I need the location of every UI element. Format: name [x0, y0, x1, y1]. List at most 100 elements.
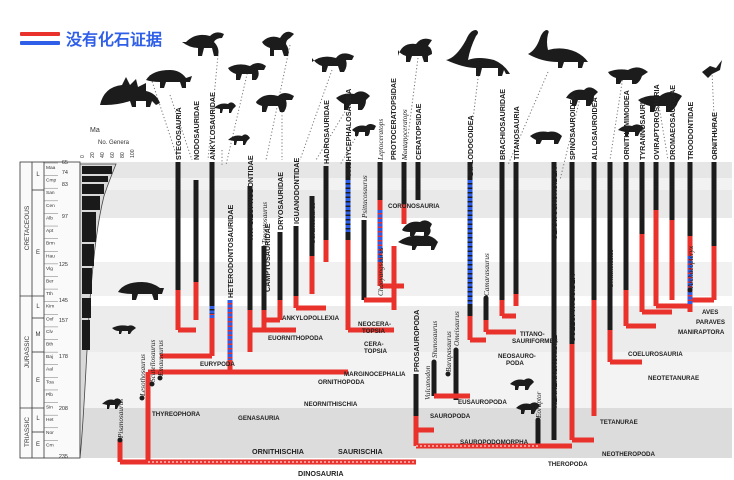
- label-dromaeosauridae: DROMAEOSAURIDAE: [668, 85, 677, 160]
- label-ankylopollexia: ANKYLOPOLLEXIA: [282, 315, 340, 322]
- label-pisanosaurus: Pisanosaurus: [117, 399, 125, 439]
- stage-label: Ber: [46, 278, 54, 284]
- ma-tick-label: 83: [62, 182, 68, 188]
- period-label: TRIASSIC: [24, 417, 31, 447]
- psittacosaur-silhouette: [352, 124, 376, 136]
- ouranosaur-silhouette: [256, 93, 294, 112]
- label-barapasaurus: Barapasaurus: [445, 331, 453, 372]
- label-nodosauridae: NODOSAURIDAE: [192, 101, 201, 160]
- label-euornithopoda: EUORNITHOPODA: [268, 335, 324, 342]
- stage-label: Tth: [46, 291, 53, 297]
- genera-ticks: 020406080100: [80, 149, 136, 158]
- ceratopsia-line-2: TOPSIA: [364, 348, 387, 355]
- label-oviraptorosauria: OVIRAPTOROSAURIA: [652, 84, 661, 160]
- label-saurischia: SAURISCHIA: [338, 447, 383, 456]
- ma-tick-label: 125: [59, 262, 68, 268]
- genera-tick-label: 0: [80, 155, 86, 158]
- label-dryosauridae: DRYOSAURIDAE: [276, 172, 285, 230]
- stage-label: Toa: [46, 379, 54, 385]
- label-coronosauria: CORONOSAURIA: [388, 203, 440, 210]
- label-neotheropoda: NEOTHEROPODA: [602, 451, 655, 458]
- label-ankylosauridae: ANKYLOSAURIDAE: [208, 92, 217, 160]
- allosaur-silhouette: [608, 67, 648, 84]
- label-hadrosauridae: HADROSAURIDAE: [322, 100, 331, 164]
- prosauropod-silhouette: [398, 236, 438, 250]
- label-spinosauroidea: SPINOSAUROIDEA: [568, 95, 577, 161]
- hadrosaur-silhouette: [312, 53, 354, 72]
- pachycephalosaur-silhouette: [336, 91, 370, 110]
- stage-label: Brm: [46, 241, 55, 247]
- label-psittacosaurus: Psittacosaurus: [361, 175, 369, 219]
- label-ouranosaurus: Ouranosaurus: [309, 202, 317, 244]
- neoceratopsia-line-2: TOPSIA: [362, 328, 385, 335]
- ma-tick-label: 65: [62, 160, 68, 166]
- label-thyreophora: THYREOPHORA: [152, 411, 201, 418]
- label-titanosauria: TITANOSAURIA: [512, 106, 521, 160]
- stage-label: Maa: [46, 165, 56, 171]
- epoch-label: E: [36, 250, 40, 256]
- period-label: JURASSIC: [24, 336, 31, 368]
- label-hypsilophodontidae: HYPSILOPHODONTIDAE: [246, 155, 255, 240]
- period-label: CRETACEOUS: [24, 205, 31, 250]
- label-ornithischia: ORNITHISCHIA: [252, 447, 304, 456]
- label-aves: AVES: [702, 309, 718, 316]
- label-maniraptora: MANIRAPTORA: [678, 329, 725, 336]
- stage-label: Alb: [46, 215, 53, 221]
- epoch-label: M: [36, 332, 41, 338]
- label-omeisaurus: Omeisaurus: [453, 311, 461, 346]
- label-shunosaurus: Shunosaurus: [431, 321, 439, 358]
- label-brachiosauridae: BRACHIOSAURIDAE: [498, 89, 507, 160]
- genera-tick-label: 40: [100, 152, 106, 158]
- ma-tick-label: 157: [59, 318, 68, 324]
- label-troodontidae: TROODONTIDAE: [686, 101, 695, 160]
- label-neotetanurae: NEOTETANURAE: [648, 375, 699, 382]
- label-archaeopteryx: Archaeopteryx: [687, 245, 695, 289]
- label-dinosauria: DINOSAURIA: [298, 469, 344, 478]
- label-leptoceratops: Leptoceratops: [377, 119, 385, 161]
- stage-label: Cmp: [46, 178, 56, 184]
- label-paraves: PARAVES: [696, 319, 725, 326]
- label-herrerasauridae: HERRERASAURIDAE: [550, 335, 559, 408]
- label-iguanodontidae: IGUANODONTIDAE: [292, 158, 301, 224]
- stage-label: Apt: [46, 228, 54, 234]
- label-tetanurae: TETANURAE: [600, 419, 638, 426]
- stage-label: Clv: [46, 329, 54, 335]
- genera-tick-label: 100: [130, 149, 136, 158]
- label-sauropoda: SAUROPODA: [430, 413, 471, 420]
- ma-tick-label: 208: [59, 406, 68, 412]
- dryosaur-silhouette: [262, 32, 294, 56]
- sauropod-small-silhouette: [530, 132, 562, 145]
- iguanodont-silhouette: [182, 32, 224, 56]
- label-genasauria: GENASAURIA: [238, 415, 280, 422]
- stage-label: Hau: [46, 253, 55, 259]
- stage-label: Oxf: [46, 316, 54, 322]
- ma-tick-label: 235: [59, 454, 68, 460]
- ceratopsia-line-1: CERA-: [364, 341, 384, 348]
- label-sauropodomorpha: SAUROPODOMORPHA: [460, 439, 529, 446]
- label-camarasaurus: Camarasaurus: [483, 253, 491, 296]
- genera-tick-label: 60: [110, 152, 116, 158]
- label-eoraptor: Eoraptor: [535, 391, 543, 419]
- titanosauriformes-line-1: TITANO-: [520, 331, 545, 338]
- ma-tick-label: 74: [62, 170, 68, 176]
- ceratopsid-silhouette: [398, 39, 432, 62]
- label-emausaurus: Emausaurus: [157, 340, 165, 377]
- camptosaur-silhouette: [228, 63, 266, 80]
- label-diplodocoidea: DIPLODOCOIDEA: [466, 115, 475, 176]
- diplodocid-silhouette: [446, 30, 510, 76]
- label-vulcanodon: Vulcanodon: [424, 365, 432, 400]
- stegosaur-silhouette: [100, 77, 160, 107]
- label-ornithopoda: ORNITHOPODA: [318, 379, 365, 386]
- ma-tick-label: 145: [59, 298, 68, 304]
- label-tyrannosauridae: TYRANNOSAURIA: [638, 97, 647, 160]
- label-ornithurae: ORNITHURAE: [710, 112, 719, 160]
- stage-label: Plb: [46, 392, 53, 398]
- label-prosauropoda: PROSAUROPODA: [412, 310, 421, 372]
- label-neornithischia: NEORNITHISCHIA: [304, 401, 358, 408]
- label-ceratosauroidea: CERATOSAUROIDEA: [550, 167, 559, 240]
- label-montanoceratops: Montanoceratops: [401, 109, 409, 161]
- stage-label: Nor: [46, 430, 54, 436]
- label-coelophysoidea: COELOPHYSOIDEA: [568, 274, 577, 342]
- genera-tick-label: 20: [90, 152, 96, 158]
- stage-label: Baj: [46, 354, 53, 360]
